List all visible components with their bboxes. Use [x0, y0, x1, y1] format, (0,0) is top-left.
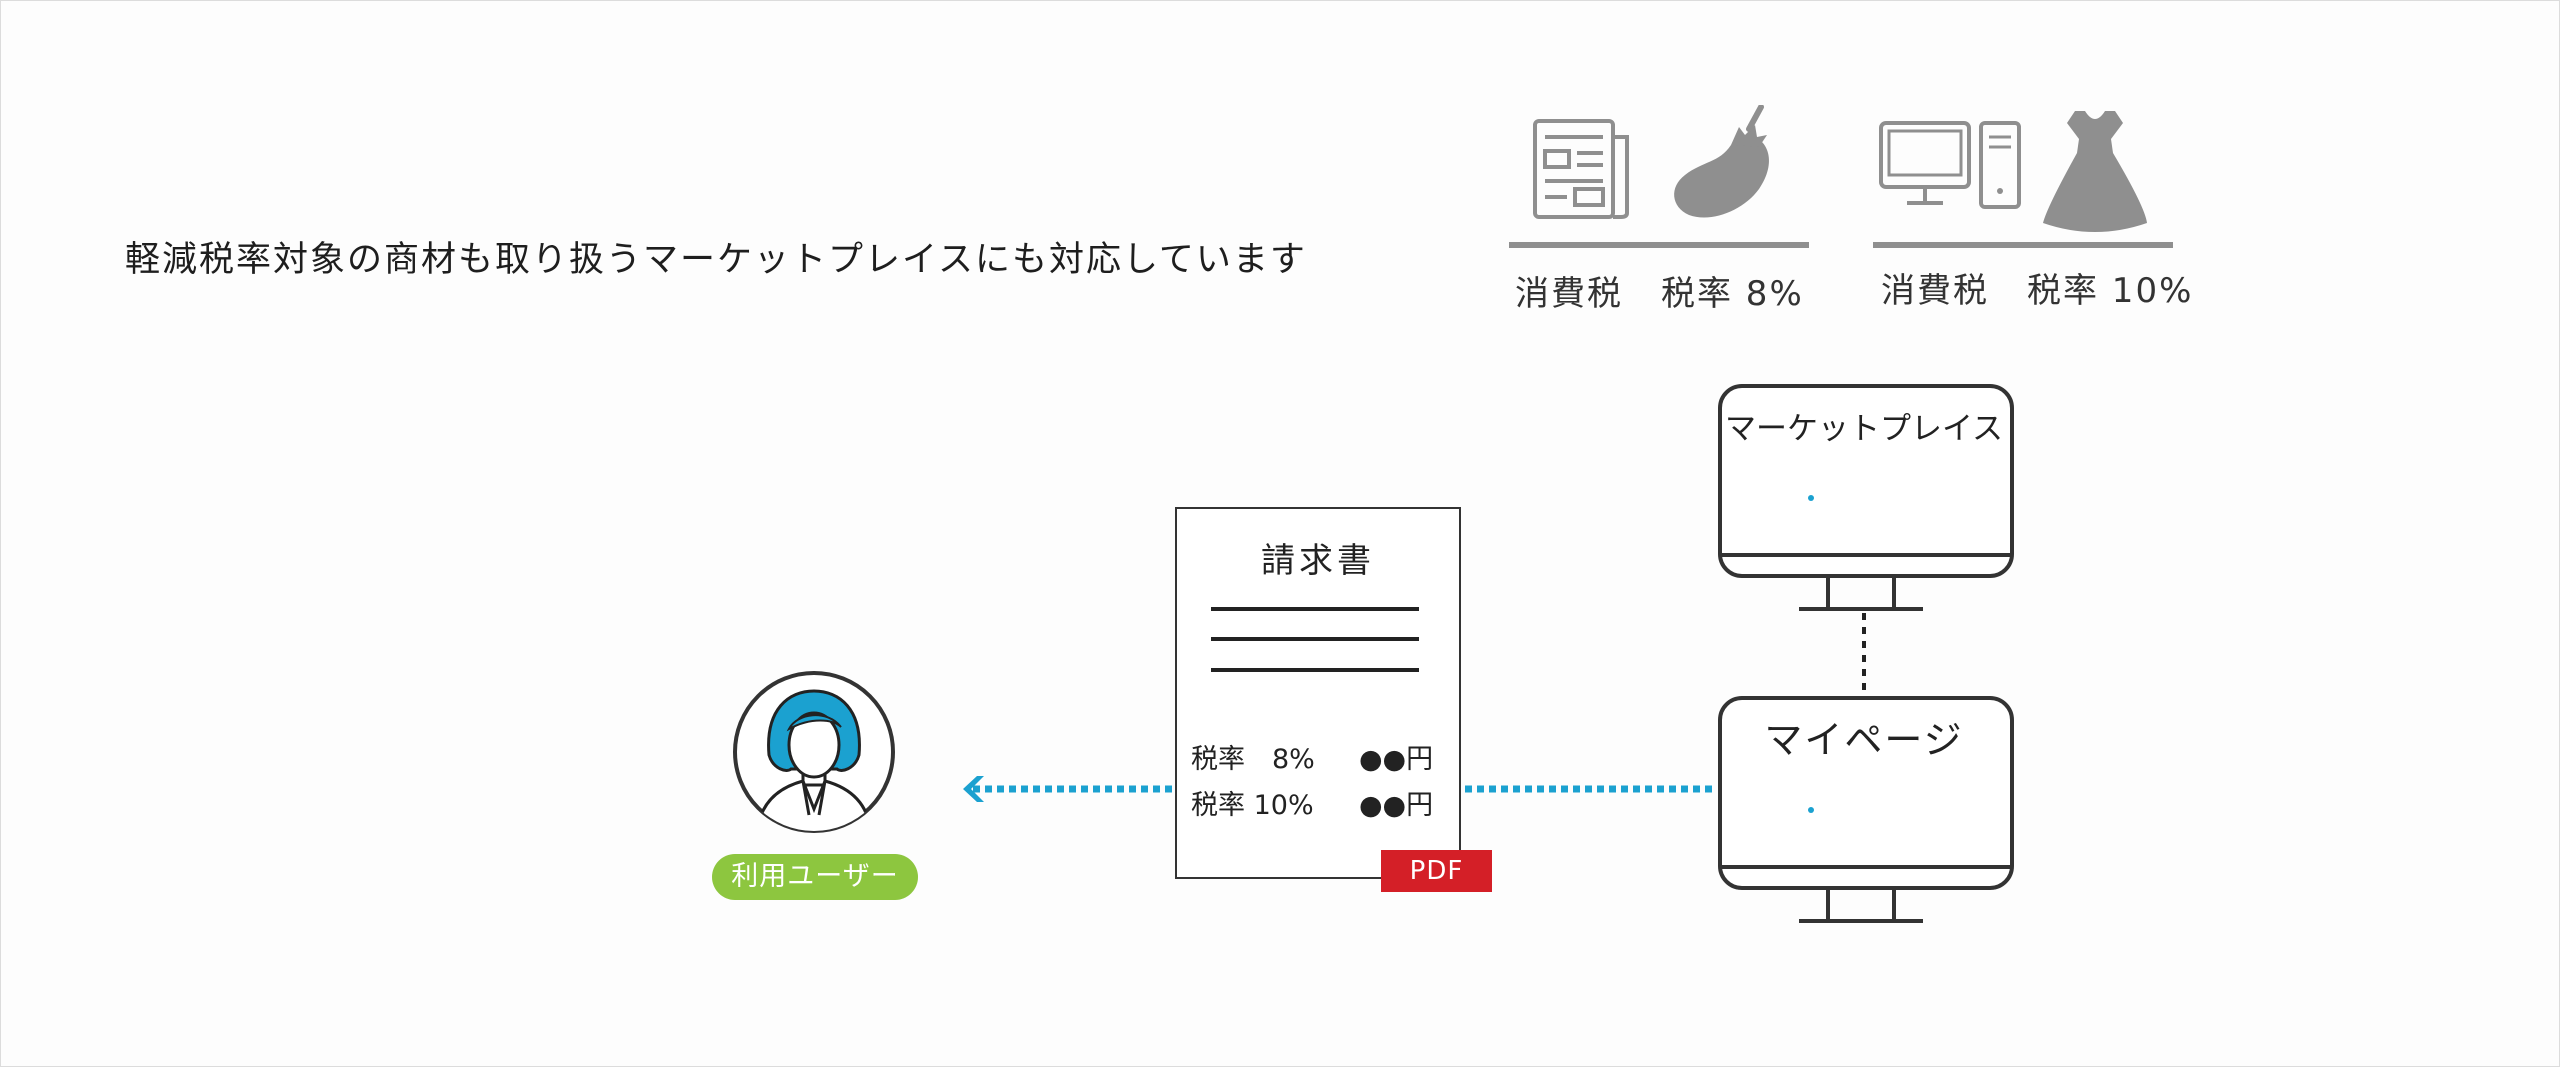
tax-8-label: 消費税	[1515, 274, 1623, 314]
user-avatar-icon	[733, 671, 895, 833]
mypage-label: マイページ	[1764, 718, 1964, 762]
invoice-row-10-rate: 税率 10%	[1191, 790, 1314, 821]
invoice-rule-3	[1211, 668, 1419, 672]
invoice-document: 請求書 税率 8% ●●円 税率 10% ●●円	[1175, 507, 1461, 879]
avatar	[731, 669, 897, 835]
tax-8-underline	[1509, 242, 1809, 248]
arrow-left-icon	[963, 776, 984, 802]
eggplant-icon	[1669, 105, 1781, 223]
marketplace-label: マーケットプレイス	[1724, 411, 2004, 447]
marketplace-monitor: マーケットプレイス	[1717, 383, 2015, 613]
tax-10-rate: 税率 10%	[2027, 271, 2194, 311]
invoice-row-8-amount: ●●円	[1359, 744, 1434, 775]
headline: 軽減税率対象の商材も取り扱うマーケットプレイスにも対応しています	[125, 240, 1307, 280]
user-label: 利用ユーザー	[712, 854, 918, 900]
tax-10-caption: 消費税税率 10%	[1881, 263, 2193, 312]
pdf-badge: PDF	[1381, 850, 1492, 892]
desktop-computer-icon	[1877, 119, 2023, 211]
invoice-rule-1	[1211, 607, 1419, 611]
invoice-rule-2	[1211, 637, 1419, 641]
dress-icon	[2039, 107, 2151, 235]
tax-10-label: 消費税	[1881, 271, 1989, 311]
mypage-monitor: マイページ	[1717, 695, 2015, 925]
invoice-title: 請求書	[1261, 541, 1375, 581]
newspaper-icon	[1531, 117, 1633, 221]
invoice-row-8-rate: 税率 8%	[1191, 744, 1315, 775]
tax-8-rate: 税率 8%	[1661, 274, 1804, 314]
tax-8-caption: 消費税税率 8%	[1515, 266, 1804, 315]
tax-10-underline	[1873, 242, 2173, 248]
invoice-row-10-amount: ●●円	[1359, 790, 1434, 821]
